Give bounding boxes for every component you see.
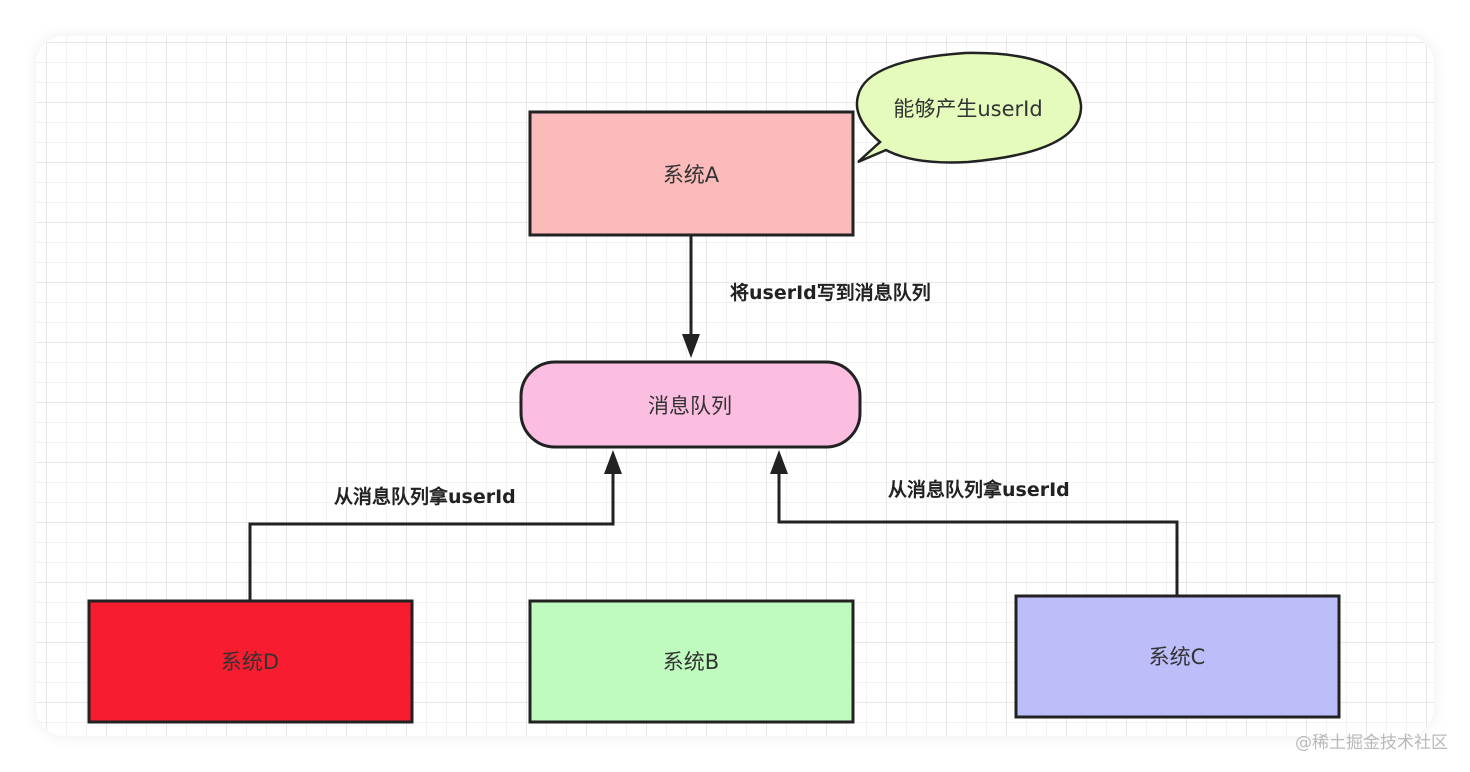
edge-label-a-to-queue: 将userId写到消息队列 bbox=[730, 281, 931, 304]
node-system-c-label: 系统C bbox=[1149, 645, 1206, 669]
callout-text: 能够产生userId bbox=[893, 97, 1042, 121]
node-system-d: 系统D bbox=[87, 599, 414, 724]
edge-label-c-to-queue: 从消息队列拿userId bbox=[888, 478, 1070, 501]
edge-label-d-to-queue: 从消息队列拿userId bbox=[334, 485, 516, 508]
node-system-b-label: 系统B bbox=[663, 650, 719, 674]
node-message-queue-label: 消息队列 bbox=[648, 394, 732, 418]
connector-a-to-queue bbox=[682, 236, 700, 358]
node-message-queue: 消息队列 bbox=[519, 360, 862, 449]
arrowhead-icon bbox=[682, 334, 700, 358]
arrowhead-icon bbox=[770, 450, 788, 474]
callout-bubble: 能够产生userId bbox=[855, 51, 1083, 164]
node-system-a-label: 系统A bbox=[663, 163, 720, 187]
node-system-c: 系统C bbox=[1014, 594, 1341, 719]
node-system-d-label: 系统D bbox=[221, 650, 279, 674]
connector-c-to-queue bbox=[770, 450, 1179, 596]
connector-d-to-queue bbox=[248, 450, 622, 600]
node-system-a: 系统A bbox=[528, 110, 855, 237]
node-system-b: 系统B bbox=[528, 599, 855, 724]
watermark: @稀土掘金技术社区 bbox=[1295, 733, 1448, 753]
arrowhead-icon bbox=[604, 450, 622, 474]
